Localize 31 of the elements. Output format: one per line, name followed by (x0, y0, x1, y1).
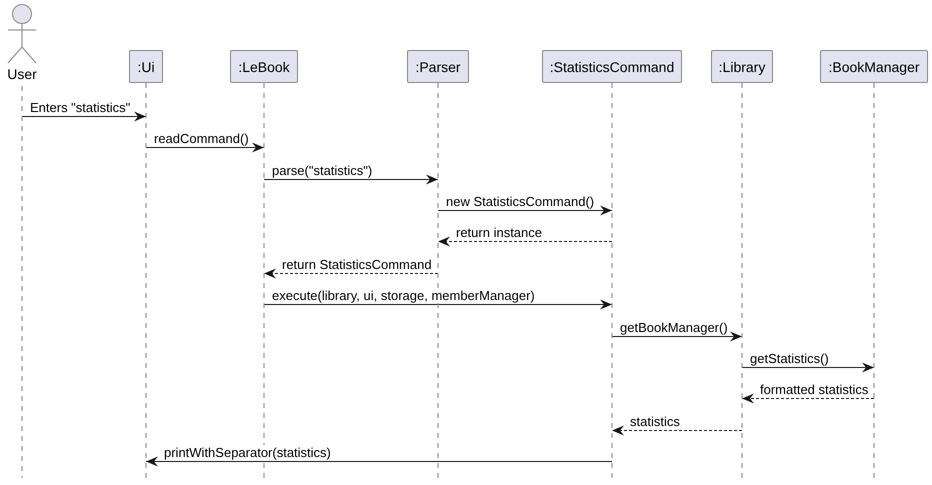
return-arrow (438, 236, 612, 246)
message-label: readCommand() (153, 130, 250, 146)
message-label: parse("statistics") (271, 162, 374, 178)
message-label: getBookManager() (619, 320, 729, 334)
return-arrow (264, 268, 438, 278)
message-arrow (146, 456, 612, 466)
message-label: getStatistics() (749, 350, 830, 366)
message-arrow (742, 362, 874, 372)
return-arrow (742, 394, 874, 404)
message-arrow (22, 112, 146, 122)
message-label: formatted statistics (759, 382, 870, 396)
message-arrow (264, 174, 438, 184)
message-label: Enters "statistics" (29, 100, 132, 114)
return-arrow (612, 426, 742, 436)
participant-box: :LeBook (230, 50, 298, 83)
message-label: return StatisticsCommand (281, 256, 433, 272)
message-arrow (612, 332, 742, 342)
message-label: return instance (455, 224, 543, 240)
message-label: statistics (629, 414, 681, 428)
message-label: printWithSeparator(statistics) (163, 444, 332, 460)
participant-box: :Parser (407, 50, 469, 83)
participant-box: :BookManager (820, 50, 928, 83)
message-label: new StatisticsCommand() (445, 194, 596, 208)
actor-name: User (7, 66, 37, 82)
message-arrow (264, 300, 612, 310)
participant-box: :Ui (129, 50, 163, 83)
message-arrow (438, 206, 612, 216)
message-arrow (146, 142, 264, 152)
participant-box: :Library (710, 50, 774, 83)
message-label: execute(library, ui, storage, memberManager) (271, 288, 536, 302)
participant-box: :StatisticsCommand (542, 50, 682, 83)
